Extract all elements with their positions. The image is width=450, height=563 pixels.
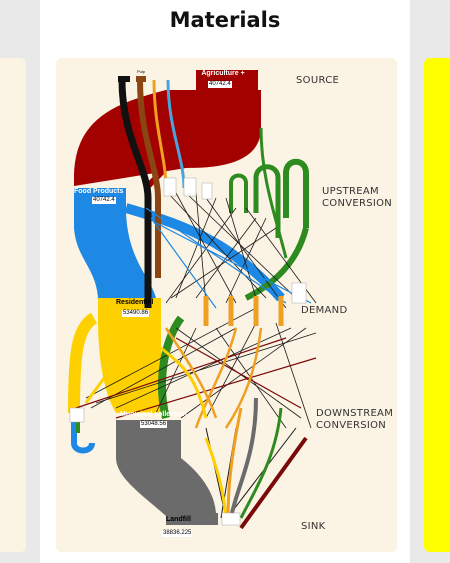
node-label-landfill: Landfill bbox=[166, 516, 191, 523]
flow-green-top bbox=[259, 127, 288, 259]
flow-green-sink bbox=[239, 407, 283, 519]
node-label-residential: Residential bbox=[116, 299, 154, 306]
flow-green-right bbox=[244, 227, 309, 301]
flow-upstream-loop-2 bbox=[253, 164, 281, 238]
node-label-pulp: Pulp bbox=[137, 69, 146, 74]
flow-orange-sink bbox=[226, 407, 243, 519]
flow-darkred-sink bbox=[239, 436, 308, 530]
flow-upstream-loop-1 bbox=[229, 173, 248, 213]
stage-label-source: SOURCE bbox=[296, 75, 340, 86]
stage-label-upstream: UPSTREAM CONVERSION bbox=[322, 186, 393, 209]
node-value-landfill: 38836.225 bbox=[162, 530, 193, 537]
stage-label-sink: SINK bbox=[301, 521, 326, 532]
flow-food-residential bbox=[74, 188, 156, 298]
node-landfill-cap bbox=[166, 513, 218, 525]
node-pulp-cap bbox=[118, 76, 130, 82]
node-value-residential: 53490.86 bbox=[122, 310, 150, 317]
flow-agriculture-food bbox=[74, 90, 261, 186]
flow-residential-lower-loop bbox=[71, 418, 95, 454]
node-value-agriculture: 40742.4 bbox=[208, 81, 232, 88]
flow-residential-municipal bbox=[98, 298, 161, 413]
demand-node-columns bbox=[203, 296, 284, 326]
node-label-municipal: Municipal collection bbox=[120, 411, 187, 418]
stage-label-downstream: DOWNSTREAM CONVERSION bbox=[316, 408, 394, 431]
flow-upstream-loop-3 bbox=[283, 158, 309, 228]
node-label-agriculture: Agriculture + bbox=[201, 70, 245, 77]
stage-label-demand: DEMAND bbox=[301, 305, 348, 316]
flow-gray-sink bbox=[229, 397, 258, 519]
node-value-food: 40742.4 bbox=[92, 197, 116, 204]
flow-lightblue bbox=[166, 79, 186, 189]
flow-brown bbox=[137, 79, 161, 278]
right-adjacent-card bbox=[424, 58, 450, 552]
flow-black-main bbox=[118, 79, 152, 308]
node-value-municipal: 53048.56 bbox=[140, 421, 168, 428]
flow-municipal-landfill bbox=[116, 420, 216, 516]
flow-yellow-sink bbox=[204, 437, 228, 519]
node-label-food: Food Products bbox=[74, 188, 124, 195]
flow-green-left bbox=[157, 315, 185, 419]
sankey-diagram bbox=[68, 70, 317, 530]
page-title: Materials bbox=[169, 8, 281, 32]
left-adjacent-card bbox=[0, 58, 26, 552]
flow-residential-left-loop bbox=[68, 312, 98, 414]
